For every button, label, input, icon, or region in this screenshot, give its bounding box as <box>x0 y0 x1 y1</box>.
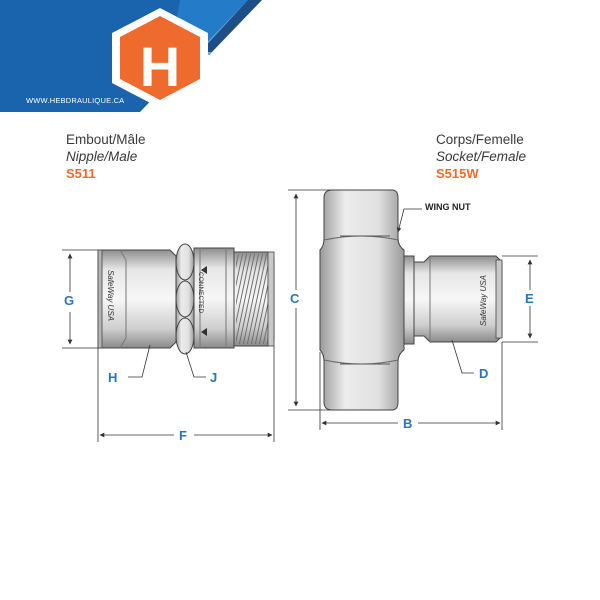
dim-label-d: D <box>479 366 489 381</box>
dim-label-b: B <box>403 416 413 431</box>
socket-dimensions <box>288 189 538 430</box>
socket-female-drawing: SafeWay USA <box>319 189 503 411</box>
socket-name-en: Socket/Female <box>436 149 527 164</box>
nipple-collar-text: CONNECTED <box>197 272 204 313</box>
socket-part-code: S515W <box>436 166 479 181</box>
nipple-title-block: Embout/Mâle Nipple/Male S511 <box>66 131 146 183</box>
socket-title-block: Corps/Femelle Socket/Female S515W <box>436 131 526 183</box>
dim-label-h: H <box>108 370 118 385</box>
nipple-name-fr: Embout/Mâle <box>66 132 146 147</box>
nipple-male-drawing: SafeWay USA CONNECTED <box>97 243 275 355</box>
dim-label-g: G <box>64 293 75 308</box>
wing-nut-callout: WING NUT <box>425 202 471 212</box>
dim-label-e: E <box>525 291 534 306</box>
nipple-body-text: SafeWay USA <box>106 270 115 321</box>
brand-logo: H <box>112 8 208 108</box>
dim-label-f: F <box>179 428 187 443</box>
brand-url[interactable]: WWW.HEBDRAULIQUE.CA <box>26 96 125 105</box>
brand-logo-letter: H <box>140 35 180 98</box>
dim-label-j: J <box>210 370 218 385</box>
nipple-name-en: Nipple/Male <box>66 149 138 164</box>
socket-body-text: SafeWay USA <box>479 275 488 326</box>
nipple-part-code: S511 <box>66 166 96 181</box>
nipple-dimensions <box>62 249 275 442</box>
socket-name-fr: Corps/Femelle <box>436 132 524 147</box>
dim-label-c: C <box>290 291 300 306</box>
